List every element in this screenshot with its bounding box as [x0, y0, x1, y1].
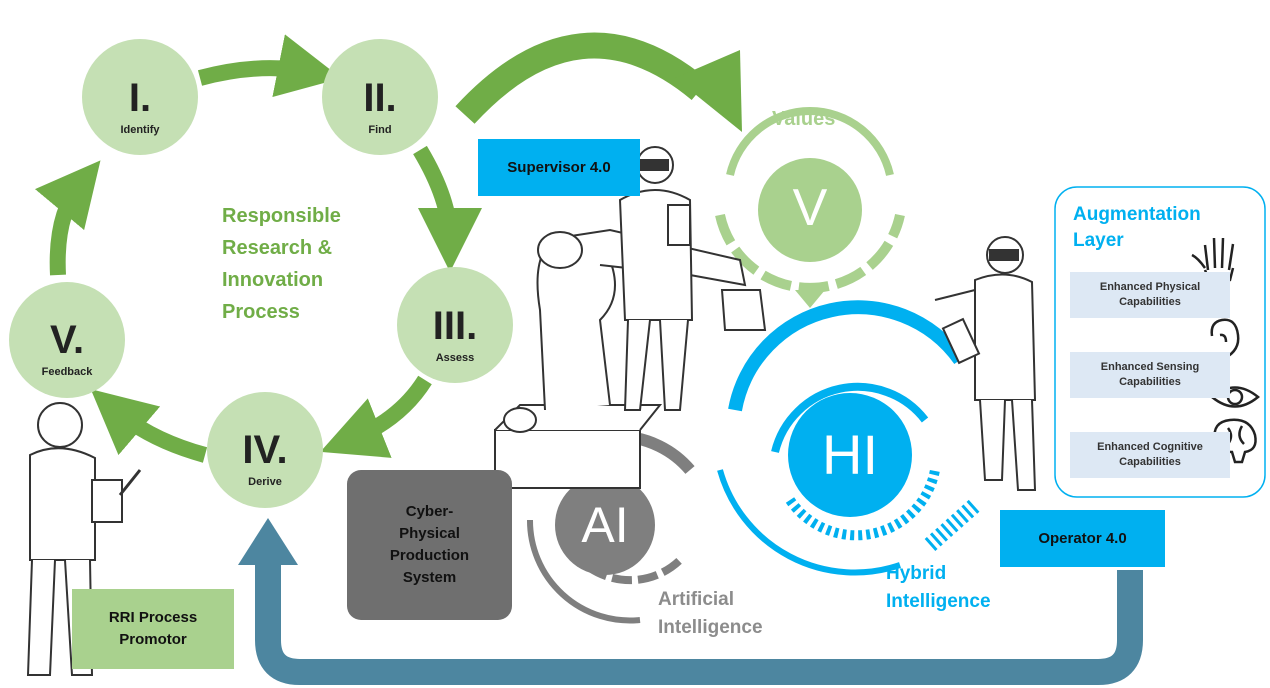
- artificial-intelligence-label: Artificial Intelligence: [658, 586, 763, 642]
- supervisor-figure: [618, 146, 694, 411]
- augmentation-item-physical: Enhanced Physical Capabilities: [1070, 272, 1230, 318]
- artificial-intelligence-ring: [526, 430, 695, 624]
- step-derive: IV. Derive: [205, 430, 325, 488]
- values-arrowhead: [675, 50, 742, 132]
- step-circle-identify: [82, 39, 198, 155]
- ear-icon: [1210, 318, 1240, 360]
- step-circle-assess: [397, 267, 513, 383]
- hybrid-intelligence-ring: [717, 300, 981, 576]
- step-numeral: II.: [363, 76, 397, 120]
- rri-process-title: Responsible Research & Innovation Proces…: [222, 200, 341, 328]
- hi-symbol: HI: [822, 423, 878, 486]
- step-circle-find: [322, 39, 438, 155]
- augmentation-title-line: Layer: [1073, 230, 1124, 251]
- step-label: Derive: [248, 476, 282, 488]
- cpps-line: Production: [389, 547, 470, 564]
- augmentation-item-line: Capabilities: [1119, 376, 1181, 388]
- feedback-loop-arrowhead: [238, 518, 298, 565]
- hi-label-line: Intelligence: [886, 591, 991, 612]
- step-label: Find: [368, 124, 392, 136]
- step-assess: III. Assess: [395, 306, 515, 364]
- operator-label: Operator 4.0: [1038, 530, 1127, 547]
- rri-title-line: Innovation: [222, 269, 324, 291]
- step-numeral: I.: [128, 76, 152, 120]
- augmentation-item-sensing: Enhanced Sensing Capabilities: [1070, 352, 1230, 398]
- augmentation-item-line: Enhanced Sensing: [1100, 360, 1200, 373]
- values-ring: [715, 107, 905, 308]
- augmentation-item-cognitive: Enhanced Cognitive Capabilities: [1070, 432, 1230, 478]
- values-title: Values: [772, 108, 836, 130]
- ai-symbol: AI: [581, 497, 629, 553]
- hi-label-line: Hybrid: [886, 563, 947, 584]
- step-circle-derive: [207, 392, 323, 508]
- ai-label-line: Artificial: [658, 589, 735, 610]
- augmentation-item-line: Enhanced Cognitive: [1097, 440, 1203, 453]
- operator-label-box: Operator 4.0: [1000, 510, 1165, 567]
- rri-title-line: Research &: [222, 237, 333, 259]
- cpps-box: Cyber- Physical Production System: [347, 470, 512, 620]
- robot-arm-illustration: [494, 228, 767, 489]
- augmentation-item-line: Capabilities: [1119, 456, 1181, 468]
- augmentation-item-line: Enhanced Physical: [1099, 280, 1201, 293]
- step-numeral: V.: [49, 318, 85, 362]
- promotor-line: RRI Process: [108, 609, 198, 626]
- hand-icon: [1191, 237, 1235, 283]
- hybrid-intelligence-label: Hybrid Intelligence: [886, 560, 991, 616]
- augmentation-panel: [1054, 186, 1266, 498]
- step-label: Assess: [435, 352, 475, 364]
- rri-cycle-arrows: [34, 34, 482, 463]
- rri-title-line: Process: [222, 301, 300, 323]
- step-find: II. Find: [320, 78, 440, 136]
- operator-figure: [934, 236, 1037, 491]
- step-label: Feedback: [41, 366, 93, 378]
- promotor-label-box: RRI Process Promotor: [72, 589, 234, 669]
- ai-label-line: Intelligence: [658, 617, 763, 638]
- step-circle-feedback: [9, 282, 125, 398]
- augmentation-title: Augmentation Layer: [1073, 202, 1201, 254]
- supervisor-label-box: Supervisor 4.0: [478, 139, 640, 196]
- step-label: Identify: [120, 124, 160, 136]
- cpps-line: System: [402, 569, 457, 586]
- rri-title-line: Responsible: [222, 205, 341, 227]
- step-feedback: V. Feedback: [7, 320, 127, 378]
- step-numeral: IV.: [242, 428, 288, 472]
- feedback-loop-arrow: [255, 560, 1143, 685]
- promotor-line: Promotor: [119, 631, 187, 648]
- step-identify: I. Identify: [80, 78, 200, 136]
- cpps-line: Cyber-: [405, 503, 454, 520]
- step-numeral: III.: [432, 304, 478, 348]
- augmentation-title-line: Augmentation: [1073, 204, 1201, 225]
- cpps-line: Physical: [399, 525, 460, 542]
- values-symbol: V: [792, 179, 828, 237]
- augmentation-item-line: Capabilities: [1119, 296, 1181, 308]
- supervisor-label: Supervisor 4.0: [507, 159, 611, 176]
- values-arrow: [455, 32, 709, 124]
